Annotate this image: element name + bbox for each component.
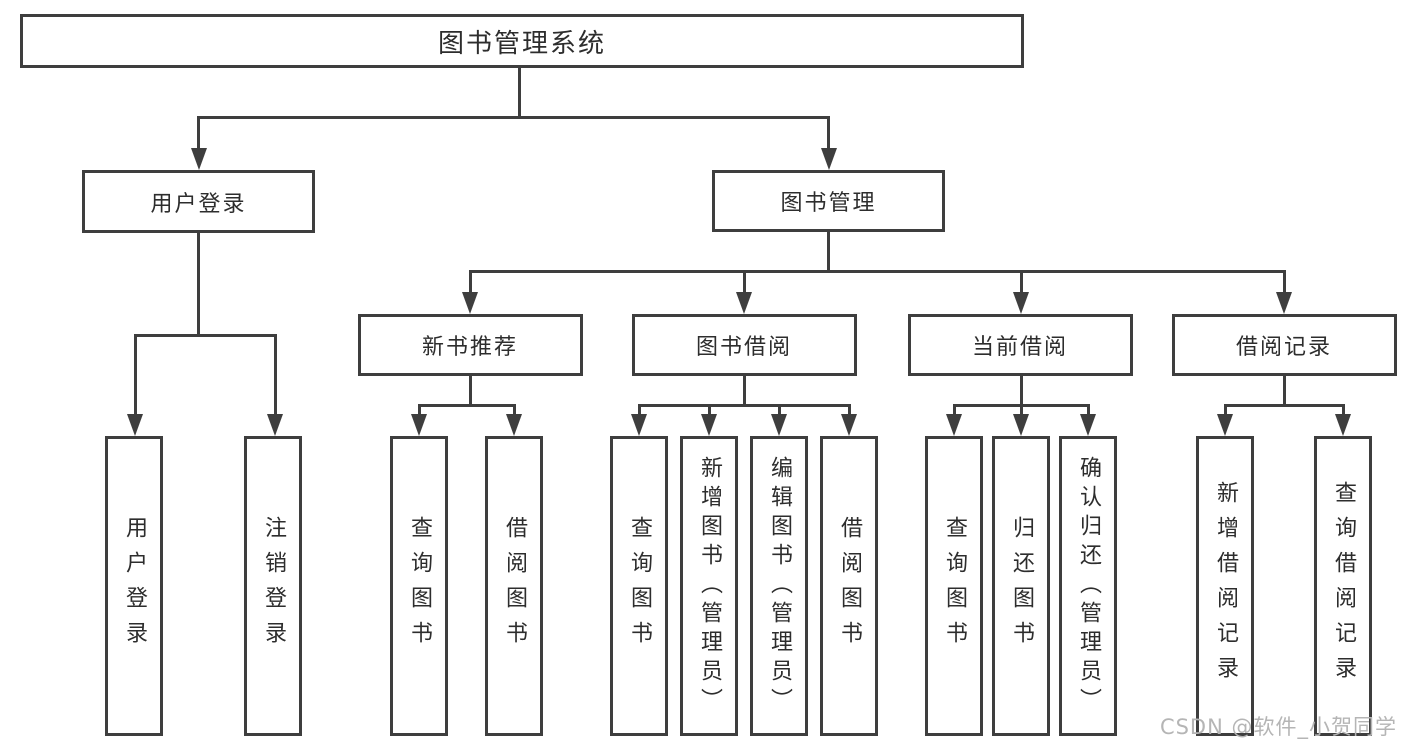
leaf-label: 归还图书 <box>1009 516 1034 656</box>
leaf-user-login: 用户登录 <box>105 436 163 736</box>
node-book-borrow: 图书借阅 <box>631 314 857 376</box>
node-user-login: 用户登录 <box>82 170 315 233</box>
node-label: 新书推荐 <box>421 335 518 360</box>
connector-drop-borrow-record <box>1282 270 1286 294</box>
leaf-query-book-borrow: 查询图书 <box>610 436 668 736</box>
arrowhead-leaf <box>841 414 857 436</box>
leaf-label: 查询图书 <box>407 516 432 656</box>
leaf-confirm-return-admin: 确认归还（管理员） <box>1059 436 1117 736</box>
arrowhead-leaf <box>771 414 787 436</box>
connector-drop <box>417 404 421 418</box>
arrowhead-book-borrow <box>736 292 752 314</box>
connector-book-borrow-stub <box>742 376 746 406</box>
arrowhead-book-management <box>820 148 837 170</box>
leaf-query-book-recommend: 查询图书 <box>390 436 448 736</box>
connector-drop-book-management <box>827 116 830 152</box>
leaf-label: 编辑图书（管理员） <box>767 455 792 717</box>
connector-root-stub <box>517 68 521 118</box>
connector-drop-leaf-user-login <box>133 334 137 416</box>
leaf-add-book-admin: 新增图书（管理员） <box>680 436 738 736</box>
arrowhead-user-login <box>190 148 207 170</box>
leaf-label: 用户登录 <box>122 516 147 656</box>
leaf-label: 确认归还（管理员） <box>1076 455 1101 717</box>
leaf-label: 新增图书（管理员） <box>697 455 722 717</box>
arrowhead-leaf <box>1335 414 1351 436</box>
node-label: 借阅记录 <box>1235 335 1332 360</box>
arrowhead-leaf <box>701 414 717 436</box>
leaf-edit-book-admin: 编辑图书（管理员） <box>750 436 808 736</box>
leaf-query-borrow-record: 查询借阅记录 <box>1314 436 1372 736</box>
leaf-label: 查询图书 <box>627 516 652 656</box>
connector-drop <box>777 404 781 418</box>
node-label: 图书借阅 <box>695 335 792 360</box>
connector-drop <box>1223 404 1227 418</box>
arrowhead-leaf <box>1013 414 1029 436</box>
arrowhead-leaf <box>411 414 427 436</box>
connector-current-borrow-stub <box>1019 376 1023 406</box>
connector-drop-current-borrow <box>1019 270 1023 294</box>
connector-drop-new-book <box>468 270 472 294</box>
node-book-management: 图书管理 <box>712 170 945 232</box>
leaf-return-book: 归还图书 <box>992 436 1050 736</box>
connector-new-book-stub <box>468 376 472 406</box>
node-library-management-system: 图书管理系统 <box>20 14 1024 68</box>
leaf-query-book-current: 查询图书 <box>925 436 983 736</box>
node-label: 图书管理系统 <box>437 28 606 59</box>
csdn-watermark: CSDN @软件_小贺同学 <box>1159 715 1397 739</box>
leaf-label: 查询图书 <box>942 516 967 656</box>
connector-root-split <box>197 116 830 119</box>
connector-drop <box>952 404 956 418</box>
connector-user-login-split <box>133 334 277 337</box>
arrowhead-leaf <box>1080 414 1096 436</box>
leaf-label: 注销登录 <box>261 516 286 656</box>
arrowhead-leaf-user-login <box>127 414 143 436</box>
connector-drop <box>637 404 641 418</box>
node-label: 图书管理 <box>780 191 877 216</box>
leaf-borrow-book-recommend: 借阅图书 <box>485 436 543 736</box>
connector-drop-leaf-logout <box>273 334 277 416</box>
connector-drop <box>1019 404 1023 418</box>
connector-drop <box>512 404 516 418</box>
connector-borrow-record-stub <box>1282 376 1286 406</box>
connector-user-login-stub <box>197 233 200 337</box>
arrowhead-leaf <box>506 414 522 436</box>
arrowhead-leaf <box>631 414 647 436</box>
connector-drop-user-login <box>197 116 200 152</box>
leaf-label: 查询借阅记录 <box>1331 481 1356 691</box>
connector-drop <box>707 404 711 418</box>
arrowhead-borrow-record <box>1276 292 1292 314</box>
arrowhead-leaf-logout <box>267 414 283 436</box>
arrowhead-current-borrow <box>1013 292 1029 314</box>
connector-drop-book-borrow <box>742 270 746 294</box>
node-new-book-recommend: 新书推荐 <box>357 314 583 376</box>
arrowhead-leaf <box>946 414 962 436</box>
node-current-borrow: 当前借阅 <box>907 314 1133 376</box>
leaf-borrow-book: 借阅图书 <box>820 436 878 736</box>
connector-new-book-split <box>417 404 516 407</box>
node-label: 当前借阅 <box>971 335 1068 360</box>
connector-book-management-split <box>468 270 1286 273</box>
connector-drop <box>847 404 851 418</box>
leaf-label: 新增借阅记录 <box>1213 481 1238 691</box>
arrowhead-new-book <box>462 292 478 314</box>
leaf-add-borrow-record: 新增借阅记录 <box>1196 436 1254 736</box>
arrowhead-leaf <box>1217 414 1233 436</box>
leaf-logout: 注销登录 <box>244 436 302 736</box>
leaf-label: 借阅图书 <box>837 516 862 656</box>
connector-drop <box>1341 404 1345 418</box>
connector-drop <box>1086 404 1090 418</box>
connector-book-management-stub <box>827 232 830 273</box>
connector-book-borrow-split <box>637 404 851 407</box>
node-borrow-record: 借阅记录 <box>1171 314 1397 376</box>
node-label: 用户登录 <box>150 191 247 217</box>
connector-borrow-record-split <box>1223 404 1345 407</box>
leaf-label: 借阅图书 <box>502 516 527 656</box>
